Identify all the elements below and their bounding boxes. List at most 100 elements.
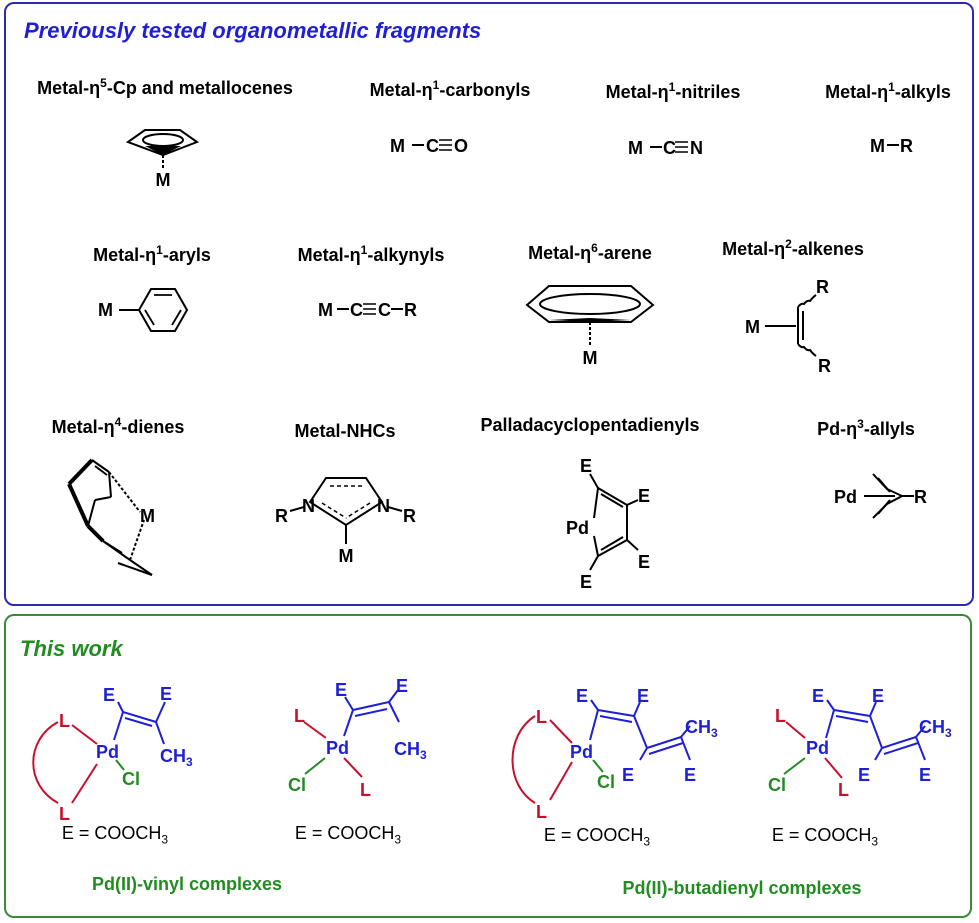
label-alkenes: Metal-η2-alkenes — [722, 237, 864, 259]
atom-Pd-allyl: Pd — [834, 487, 857, 507]
c1-pd-c-bond — [113, 711, 124, 741]
label-carbonyls: Metal-η1-carbonyls — [369, 78, 531, 100]
c3-c1-e-bond — [590, 699, 599, 711]
c4-c1-c2-double — [835, 715, 869, 723]
c3-Cl: Cl — [597, 772, 615, 792]
label-nhcs: Metal-NHCs — [294, 421, 396, 441]
palladacycle-e1-bond — [589, 473, 599, 489]
atom-N-nitrile: N — [690, 138, 703, 158]
atom-M-diene: M — [140, 506, 155, 526]
nhc-ncn-dashed-1 — [321, 502, 347, 519]
c1-cc-bond — [122, 711, 157, 723]
c3-E-3: E — [622, 765, 634, 785]
previous-fragments-panel — [4, 2, 974, 606]
atom-N-nhc-left: N — [302, 496, 315, 516]
c3-c1-c2-bond — [597, 709, 635, 717]
label-nitriles: Metal-η1-nitriles — [605, 80, 741, 102]
c2-c-e-bond — [388, 689, 399, 703]
atom-M-alkene: M — [745, 317, 760, 337]
atom-E-palladacycle-2: E — [638, 486, 650, 506]
c3-c2-c3-bond — [633, 715, 648, 749]
carbonyl-co-triple-bond — [439, 139, 452, 151]
c4-pd-l-top-bond — [785, 721, 806, 739]
c1-c-ch3-bond — [155, 721, 165, 745]
c1-c-e1-bond — [117, 701, 124, 713]
nitrile-cn-triple-bond — [675, 141, 688, 153]
c1-CH3: CH3 — [160, 746, 193, 769]
palladacycle-c3-c4-double — [600, 536, 624, 551]
c2-cc-bond — [352, 701, 390, 711]
atom-R-alkene-top: R — [816, 277, 829, 297]
atom-M-alkyl: M — [870, 136, 885, 156]
c3-pd-cl-bond — [592, 759, 604, 773]
c4-Pd: Pd — [806, 738, 829, 758]
c4-Cl: Cl — [768, 775, 786, 795]
diene-bold-edge-3 — [86, 524, 105, 543]
c4-c4-e-bond — [915, 736, 926, 761]
alkene-wavy-bond-bottom — [797, 343, 817, 357]
c2-cc-double — [354, 708, 388, 717]
nhc-ncn-dashed-2 — [345, 502, 371, 519]
allyl-delocalized — [877, 477, 891, 515]
c1-chelate-arc — [32, 721, 59, 804]
c3-chelate-arc — [511, 715, 536, 804]
c4-L-top: L — [775, 706, 786, 726]
palladacycle-pd-c1 — [593, 487, 599, 519]
c2-c-ch3-bond — [388, 701, 400, 723]
label-alkynyls: Metal-η1-alkynyls — [297, 243, 445, 265]
c2-Pd: Pd — [326, 738, 349, 758]
c3-c3-e-bond — [639, 747, 648, 761]
atom-N-nhc-right: N — [377, 496, 390, 516]
palladacycle-e4-bond — [589, 555, 599, 571]
palladacycle-c3-c4 — [597, 539, 628, 557]
palladacycle-e3-bond — [626, 539, 639, 551]
c4-CH3: CH3 — [919, 717, 952, 740]
c4-E-4: E — [919, 765, 931, 785]
diene-bold-edge-2 — [67, 483, 90, 527]
label-palladacyclopentadienyls: Palladacyclopentadienyls — [480, 415, 700, 435]
label-cp-metallocenes: Metal-η5-Cp and metallocenes — [37, 76, 293, 98]
previous-fragments-title: Previously tested organometallic fragmen… — [24, 18, 482, 43]
atom-R-alkene-bottom: R — [818, 356, 831, 376]
atom-E-palladacycle-3: E — [638, 552, 650, 572]
atom-E-palladacycle-1: E — [580, 456, 592, 476]
c3-c3-c4-double — [648, 742, 684, 755]
c3-E-4: E — [684, 765, 696, 785]
palladacycle-pd-c4 — [593, 535, 599, 557]
label-alkyls: Metal-η1-alkyls — [825, 80, 951, 102]
label-allyls: Pd-η3-allyls — [817, 417, 915, 439]
c2-CH3: CH3 — [394, 739, 427, 762]
this-work-panel — [4, 614, 972, 918]
palladacycle-e2-bond — [626, 499, 639, 506]
atom-M-arene: M — [583, 348, 598, 368]
c3-E-1: E — [576, 686, 588, 706]
c3-pd-l-bottom-bond — [549, 761, 573, 801]
c2-L-bottom: L — [360, 780, 371, 800]
c2-pd-l-top-bond — [303, 721, 327, 739]
diene-metal-dashed-1 — [108, 471, 141, 513]
diene-metal-dashed-2 — [129, 519, 145, 561]
atom-O-carbonyl: O — [454, 136, 468, 156]
c3-c1-c2-double — [599, 715, 633, 723]
c4-E-2: E — [872, 686, 884, 706]
c2-pd-c-bond — [343, 709, 354, 737]
c1-pd-l-bottom-bond — [71, 763, 98, 804]
palladacycle-c1-c2-double — [600, 493, 624, 508]
atom-R-nhc-left: R — [275, 506, 288, 526]
c4-L-bottom: L — [838, 780, 849, 800]
definition-e-4: E = COOCH3 — [771, 825, 879, 849]
atom-M-carbonyl: M — [390, 136, 405, 156]
c3-E-2: E — [637, 686, 649, 706]
label-dienes: Metal-η4-dienes — [51, 415, 185, 437]
c1-Cl: Cl — [122, 769, 140, 789]
c1-pd-l-top-bond — [71, 724, 98, 745]
c4-c2-c3-bond — [869, 715, 883, 749]
c3-c4-e-bond — [680, 736, 691, 761]
arene-ring — [525, 285, 655, 323]
c3-c4-ch3-bond — [680, 725, 691, 738]
c2-pd-cl-bond — [304, 757, 326, 775]
c3-L-top: L — [536, 707, 547, 727]
atom-R-alkyl: R — [900, 136, 913, 156]
c4-c3-c4-double — [883, 742, 919, 755]
group-label-vinyl: Pd(II)-vinyl complexes — [91, 874, 283, 894]
